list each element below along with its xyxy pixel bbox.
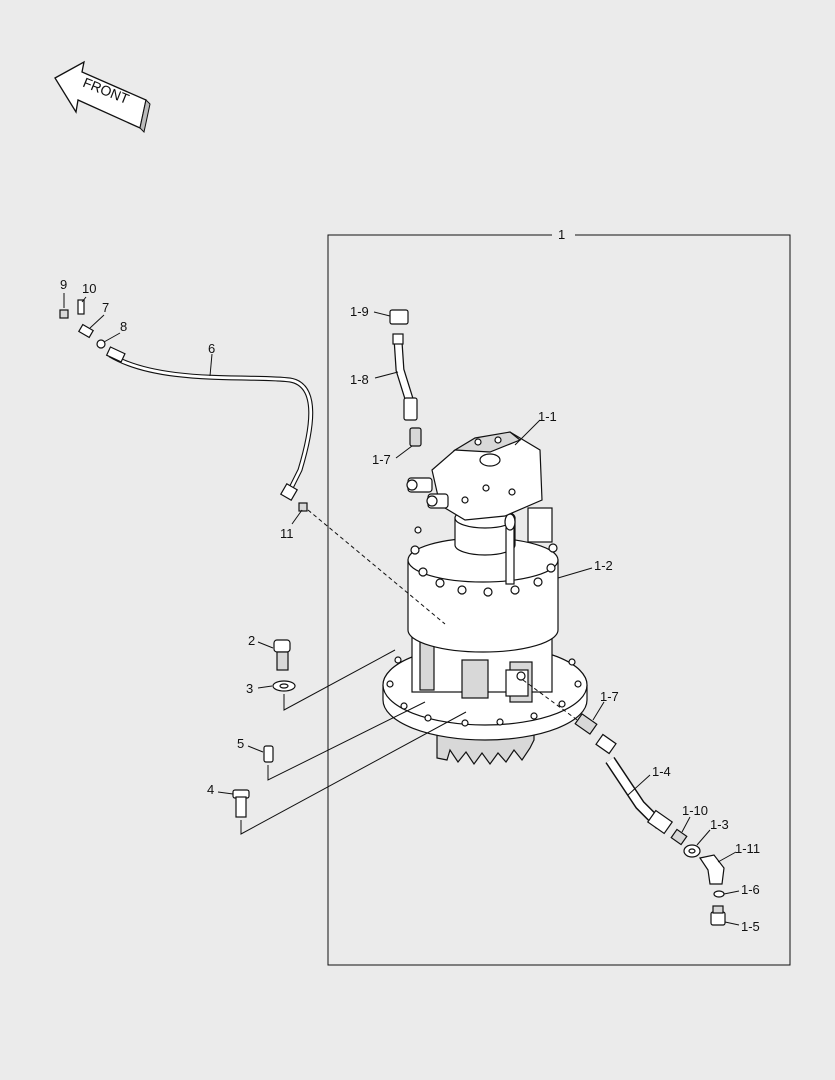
callout-3: 3 <box>246 681 253 696</box>
drain-hose-right: 1-7 1-4 1-10 1-3 1-11 1-6 1-5 <box>522 679 760 934</box>
callout-2: 2 <box>248 633 255 648</box>
drain-hose-top: 1-9 1-8 1-7 <box>350 304 422 467</box>
callout-7: 7 <box>102 300 109 315</box>
callout-1-3: 1-3 <box>710 817 729 832</box>
callout-1-1: 1-1 <box>538 409 557 424</box>
callout-5: 5 <box>237 736 244 751</box>
callout-11: 11 <box>280 526 294 541</box>
hose-assembly-6: 6 11 9 10 7 8 <box>59 277 446 625</box>
callout-8: 8 <box>120 319 127 334</box>
callout-9: 9 <box>60 277 67 292</box>
callout-1-2: 1-2 <box>594 558 613 573</box>
callout-1-10: 1-10 <box>682 803 708 818</box>
assembly-frame: 1 <box>327 227 791 966</box>
callout-1-7-right: 1-7 <box>600 689 619 704</box>
swing-device <box>382 431 588 766</box>
callout-1-4: 1-4 <box>652 764 671 779</box>
callout-10: 10 <box>82 281 96 296</box>
callout-1-9: 1-9 <box>350 304 369 319</box>
callout-4: 4 <box>207 782 214 797</box>
callout-1-7-top: 1-7 <box>372 452 391 467</box>
callout-1-8: 1-8 <box>350 372 369 387</box>
callout-1-11: 1-11 <box>735 841 760 856</box>
callout-1-5: 1-5 <box>741 919 760 934</box>
callout-1: 1 <box>558 227 565 242</box>
callout-1-6: 1-6 <box>741 882 760 897</box>
callout-6: 6 <box>208 341 215 356</box>
loose-parts: 2 3 5 4 <box>207 633 467 835</box>
front-arrow: FRONT <box>54 60 151 134</box>
